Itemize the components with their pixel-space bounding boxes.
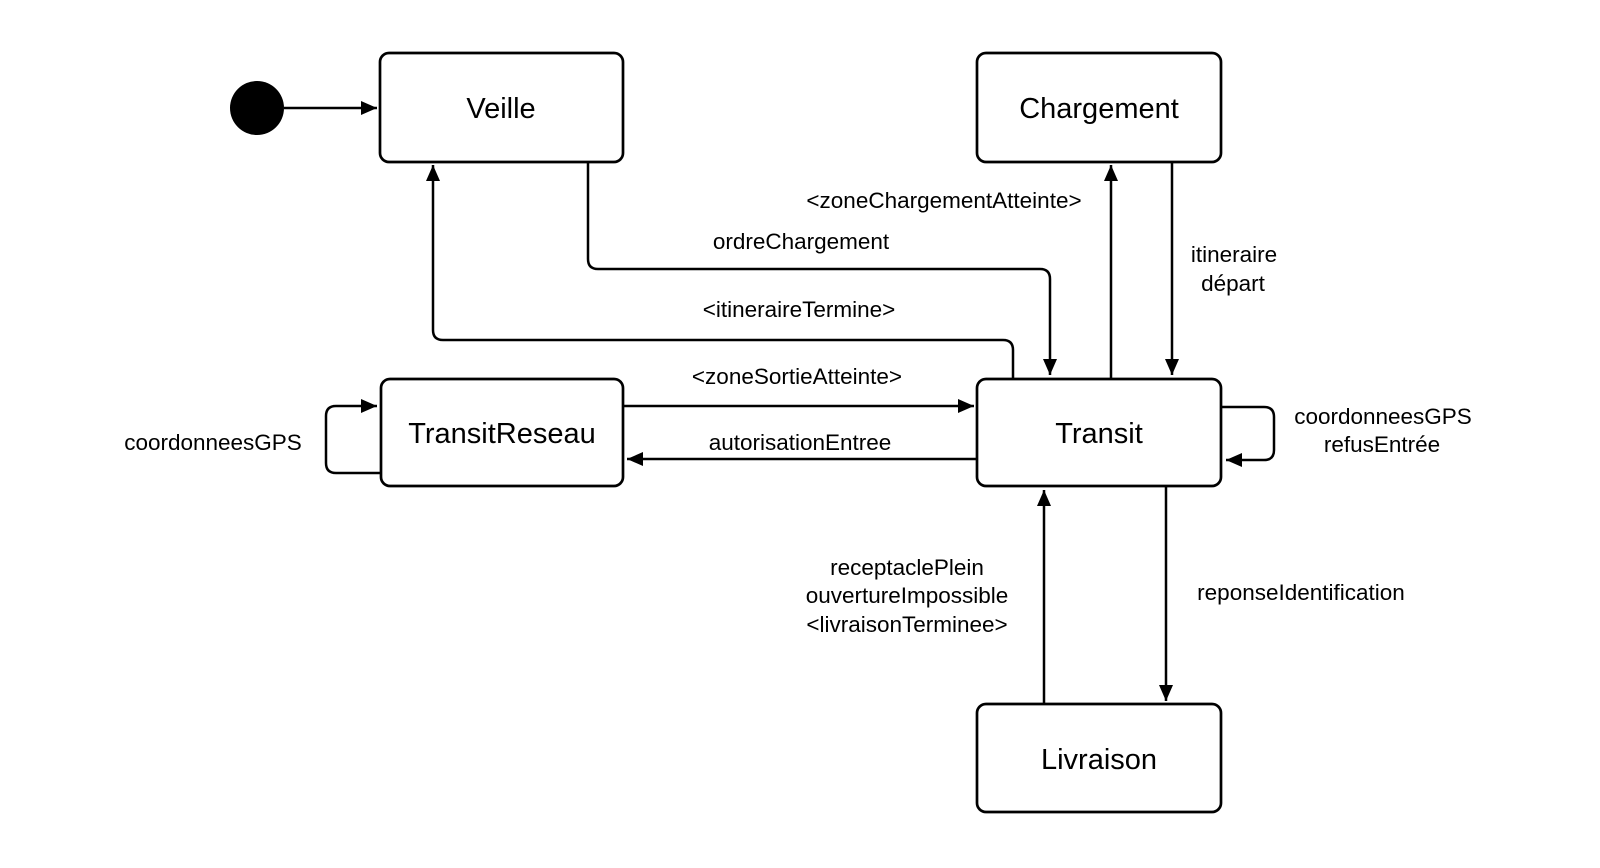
state-transit: Transit (975, 377, 1223, 488)
transition-livraison-vers-transit-label-line3: <livraisonTerminee> (806, 612, 1007, 637)
state-transit-reseau-label: TransitReseau (408, 418, 596, 450)
transition-ordre-chargement: ordreChargement (586, 163, 1057, 375)
transition-itineraire-depart: itineraire départ (1165, 163, 1277, 375)
state-livraison-box (975, 702, 1223, 814)
transition-transit-self-loop-path (1221, 405, 1276, 467)
state-transit-label: Transit (1055, 418, 1143, 450)
initial-state (230, 81, 377, 135)
transition-autorisation-entree-label: autorisationEntree (709, 430, 892, 455)
transition-autorisation-entree: autorisationEntree (627, 430, 977, 466)
state-veille-box (378, 51, 625, 164)
transition-ordre-chargement-path (586, 163, 1057, 375)
transition-itineraire-termine-path (426, 165, 1015, 378)
transition-zone-chargement-atteinte: <zoneChargementAtteinte> (806, 165, 1118, 378)
transition-transit-self-loop-label-line2: refusEntrée (1324, 432, 1440, 457)
transition-coordonnees-gps-loop-label: coordonneesGPS (124, 430, 302, 455)
state-livraison-label: Livraison (1041, 744, 1157, 776)
transition-zone-chargement-atteinte-label: <zoneChargementAtteinte> (806, 188, 1081, 213)
transition-ordre-chargement-label: ordreChargement (713, 229, 890, 254)
transition-coordonnees-gps-loop-path (324, 399, 381, 475)
initial-state-dot (230, 81, 284, 135)
transition-livraison-vers-transit-label-line2: ouvertureImpossible (806, 583, 1009, 608)
transition-itineraire-termine-label: <itineraireTermine> (703, 297, 896, 322)
transition-zone-sortie-atteinte-label: <zoneSortieAtteinte> (692, 364, 902, 389)
state-livraison: Livraison (975, 702, 1223, 814)
transition-itineraire-termine: <itineraireTermine> (426, 165, 1015, 378)
state-chargement: Chargement (975, 51, 1223, 164)
state-veille: Veille (378, 51, 625, 164)
transition-zone-sortie-atteinte: <zoneSortieAtteinte> (624, 364, 974, 413)
transition-coordonnees-gps-loop: coordonneesGPS (124, 399, 381, 475)
state-chargement-label: Chargement (1019, 93, 1179, 125)
transition-itineraire-depart-label-line1: itineraire (1191, 242, 1277, 267)
transition-livraison-vers-transit: receptaclePlein ouvertureImpossible <liv… (806, 490, 1051, 704)
state-transit-box (975, 377, 1223, 488)
state-transit-reseau: TransitReseau (379, 377, 625, 488)
transition-livraison-vers-transit-label-line1: receptaclePlein (830, 555, 984, 580)
state-transit-reseau-box (379, 377, 625, 488)
transition-reponse-identification: reponseIdentification (1159, 487, 1405, 701)
state-chargement-box (975, 51, 1223, 164)
state-veille-label: Veille (466, 93, 535, 125)
transition-transit-self-loop-label-line1: coordonneesGPS (1294, 404, 1472, 429)
transition-reponse-identification-label: reponseIdentification (1197, 580, 1405, 605)
transition-itineraire-depart-label-line2: départ (1201, 271, 1266, 296)
transition-transit-self-loop: coordonneesGPS refusEntrée (1221, 404, 1472, 467)
